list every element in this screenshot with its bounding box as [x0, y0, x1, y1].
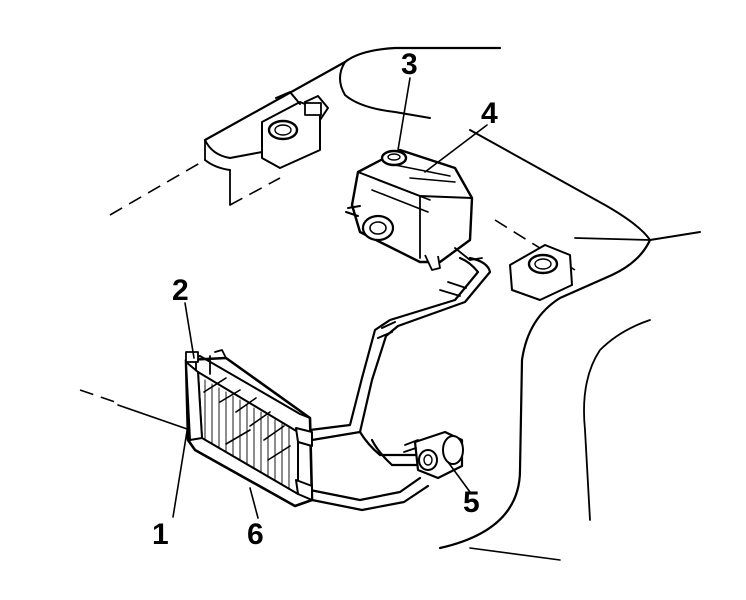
- reservoir: [345, 148, 483, 271]
- coolant-hoses: [308, 256, 492, 512]
- reservoir-cap: [380, 149, 408, 167]
- callout-labels: 1 2 3 4 5 6: [152, 48, 498, 551]
- callout-3: 3: [401, 48, 418, 81]
- pump-assembly: [403, 430, 464, 480]
- callout-4: 4: [481, 97, 498, 130]
- callout-1: 1: [152, 518, 169, 551]
- callout-5: 5: [463, 486, 480, 519]
- callout-6: 6: [247, 518, 264, 551]
- radiator: [184, 349, 314, 508]
- left-strut-tower: [261, 91, 329, 169]
- body-panel-outline: [79, 46, 701, 561]
- callout-2: 2: [172, 274, 189, 307]
- leader-lines: [172, 77, 488, 519]
- right-strut-tower: [509, 244, 573, 301]
